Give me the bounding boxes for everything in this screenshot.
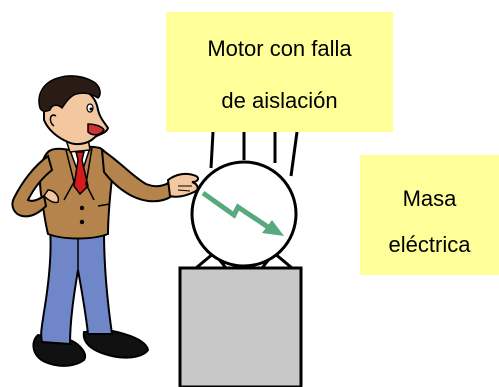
cartoon-man-presenter (11, 75, 200, 367)
supply-wires (209, 131, 277, 169)
hair (38, 75, 101, 113)
motor-fault-label: Motor con falla de aislación (166, 12, 393, 132)
tie (73, 151, 89, 196)
fault-arrow-icon (201, 190, 284, 236)
motor-base (178, 266, 303, 387)
trousers (40, 225, 114, 346)
hand-right (166, 172, 200, 198)
hand-left (43, 189, 60, 204)
motor-with-insulation-fault (178, 131, 303, 387)
mouth (87, 123, 105, 136)
motor-label-line1: Motor con falla (207, 36, 352, 61)
ground-label-line2: eléctrica (388, 232, 471, 257)
motor-label-line2: de aislación (221, 88, 338, 113)
arm-left (11, 154, 54, 218)
shoe-right (82, 328, 150, 359)
ground-lead (289, 131, 299, 177)
ground-label-line1: Masa (402, 186, 457, 211)
arm-right (100, 148, 174, 203)
electrical-ground-label: Masa eléctrica (360, 155, 499, 275)
